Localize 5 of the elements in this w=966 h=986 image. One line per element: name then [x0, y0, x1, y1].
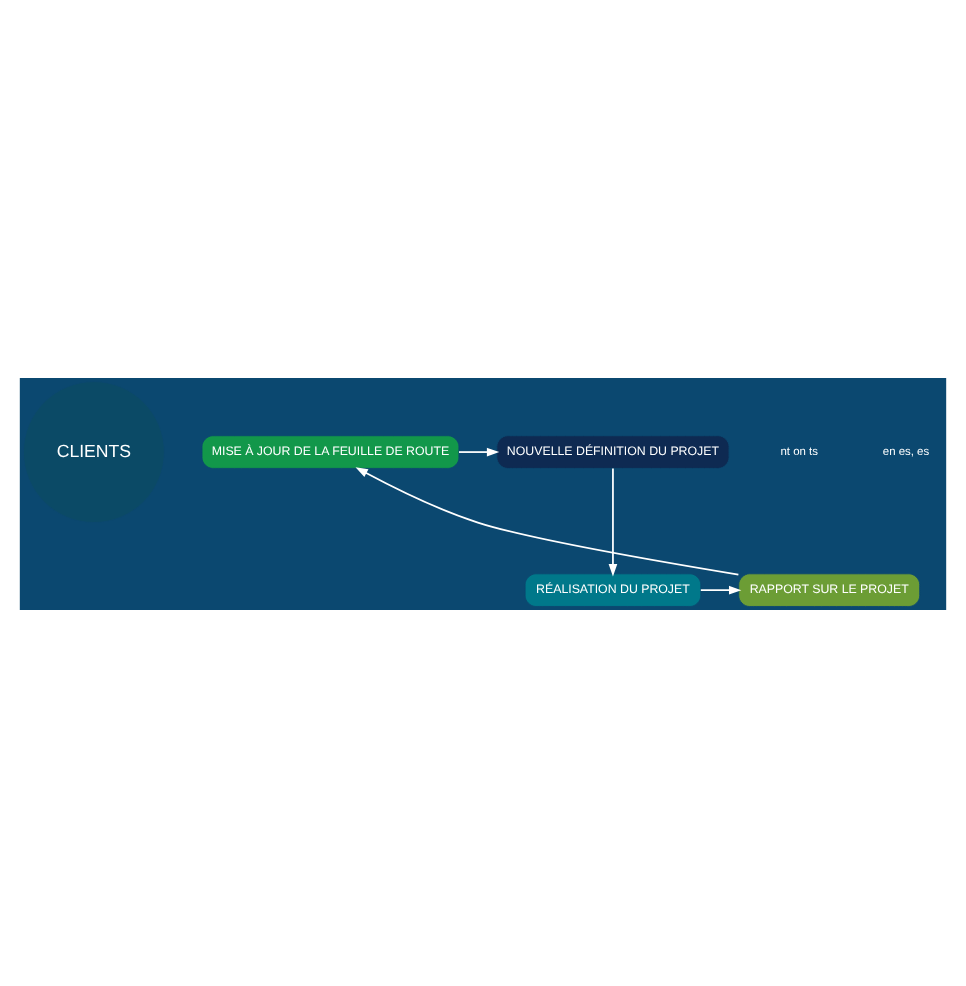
- arrow: [699, 584, 742, 594]
- arrow: [355, 466, 740, 575]
- arrow: [458, 446, 500, 456]
- arrow: [608, 466, 618, 576]
- node-circle: CLIENTS: [23, 380, 165, 522]
